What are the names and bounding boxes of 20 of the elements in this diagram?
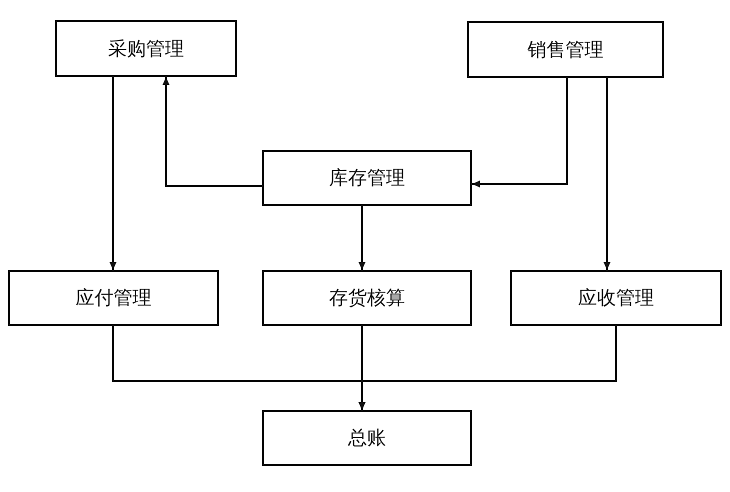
box-label: 存货核算 bbox=[329, 286, 405, 311]
process-box bbox=[55, 20, 237, 77]
process-box bbox=[262, 270, 472, 326]
box-label: 销售管理 bbox=[528, 38, 604, 62]
process-box bbox=[467, 21, 664, 78]
box-label: 应收管理 bbox=[578, 286, 654, 311]
box-label: 总账 bbox=[348, 426, 386, 451]
process-box bbox=[262, 150, 472, 206]
arrow bbox=[110, 77, 116, 270]
process-box bbox=[8, 270, 219, 326]
box-label: 应付管理 bbox=[76, 286, 152, 311]
process-box bbox=[510, 270, 722, 326]
box-label: 库存管理 bbox=[329, 166, 405, 191]
arrow bbox=[472, 78, 568, 188]
arrow bbox=[358, 326, 617, 410]
arrow bbox=[358, 206, 366, 270]
arrow bbox=[604, 78, 610, 270]
arrow bbox=[162, 77, 262, 187]
process-box bbox=[262, 410, 472, 466]
box-label: 采购管理 bbox=[108, 36, 184, 62]
